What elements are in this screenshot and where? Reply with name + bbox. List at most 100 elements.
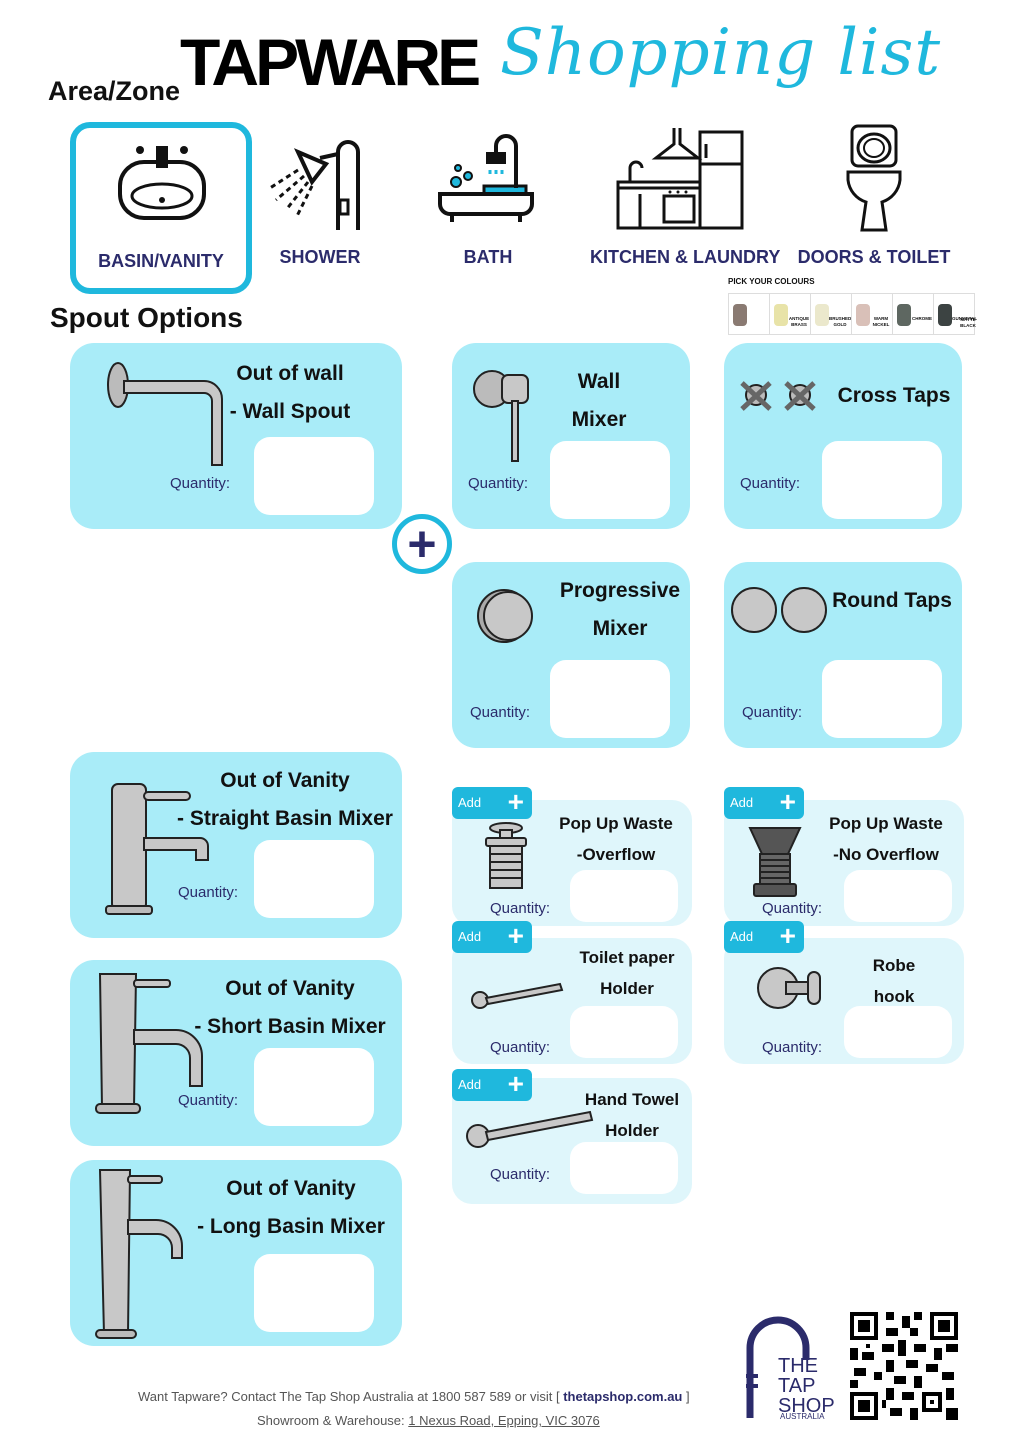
card-title: Progressive Mixer [559,579,681,640]
card-popup-waste-no-overflow: Pop Up Waste -No Overflow Quantity: [724,800,964,926]
area-zone-label: Area/Zone [48,76,181,106]
colours-title: PICK YOUR COLOURS [728,277,815,286]
quantity-label: Quantity: [178,884,239,901]
qr-code-icon[interactable] [850,1312,958,1420]
quantity-label: Quantity: [490,1039,551,1056]
add-button[interactable]: Add+ [452,787,532,819]
quantity-label: Quantity: [490,1166,551,1183]
card-popup-waste-overflow: Pop Up Waste -Overflow Quantity: [452,800,692,926]
quantity-label: Quantity: [170,475,231,492]
card-cross-taps: Cross Taps Quantity: [724,343,962,529]
card-wall-mixer: Wall Mixer Quantity: [452,343,690,529]
colour-swatch-warm-nickel[interactable]: WARM NICKEL [851,293,893,335]
quantity-input[interactable] [254,1048,374,1126]
progressive-mixer-icon [477,589,533,643]
add-button[interactable]: Add+ [724,921,804,953]
colour-swatch-matte-black[interactable]: MATTE BLACK [960,317,976,328]
quantity-input[interactable] [254,437,374,515]
shower-icon [269,140,360,230]
quantity-input[interactable] [822,441,942,519]
card-toilet-paper-holder: Toilet paper Holder Quantity: [452,938,692,1064]
card-straight-basin-mixer: Out of Vanity - Straight Basin Mixer Qua… [70,752,402,938]
quantity-label: Quantity: [762,1039,823,1056]
zone-basin-vanity[interactable]: BASIN/VANITY [70,122,252,294]
quantity-label: Quantity: [740,475,801,492]
card-robe-hook: Robe hook Quantity: [724,938,964,1064]
basin-icon [118,146,206,220]
quantity-input[interactable] [254,1254,374,1332]
card-title: Robe hook [872,956,916,1006]
card-short-basin-mixer: Out of Vanity - Short Basin Mixer Quanti… [70,960,402,1146]
kitchen-icon [616,128,744,230]
quantity-input[interactable] [550,660,670,738]
quantity-label: Quantity: [178,1092,239,1109]
card-long-basin-mixer: Out of Vanity - Long Basin Mixer [70,1160,402,1346]
add-circle-icon[interactable]: + [392,514,452,574]
bathtub-icon [438,134,534,222]
zone-label: SHOWER [279,247,361,267]
card-title: Cross Taps [837,384,951,407]
hand-towel-holder-icon [466,1110,594,1148]
colour-swatch-antique-brass[interactable]: ANTIQUE BRASS [769,293,811,335]
website-link[interactable]: thetapshop.com.au [563,1389,683,1404]
toilet-paper-holder-icon [471,982,564,1009]
footer-address: Showroom & Warehouse: 1 Nexus Road, Eppi… [257,1413,600,1428]
zone-doors-toilet[interactable]: DOORS & TOILET [784,118,964,288]
card-title: Wall Mixer [571,370,627,431]
quantity-label: Quantity: [490,900,551,917]
quantity-input[interactable] [844,1006,952,1058]
card-title: Pop Up Waste -No Overflow [829,814,943,864]
quantity-input[interactable] [570,870,678,922]
colour-swatch-chrome[interactable]: CHROME [892,293,934,335]
zone-label: DOORS & TOILET [797,247,951,267]
robe-hook-icon [757,967,821,1009]
quantity-input[interactable] [570,1006,678,1058]
card-hand-towel-holder: Hand Towel Holder Quantity: [452,1078,692,1204]
quantity-label: Quantity: [742,704,803,721]
colour-swatch-gunmetal[interactable]: GUNMETAL [933,293,977,335]
wall-spout-icon [107,362,223,466]
zone-label: BASIN/VANITY [98,251,224,271]
card-title: Out of Vanity - Straight Basin Mixer [177,769,393,830]
card-title: Out of Vanity - Long Basin Mixer [197,1177,385,1238]
straight-basin-mixer-icon [105,783,209,915]
logo-subtext: AUSTRALIA [780,1412,825,1421]
wall-mixer-icon [473,370,529,462]
add-button[interactable]: Add+ [452,1069,532,1101]
cross-taps-icon [740,381,816,411]
quantity-input[interactable] [822,660,942,738]
card-title: Toilet paper Holder [579,948,675,998]
colour-swatch[interactable] [728,293,770,335]
add-button[interactable]: Add+ [724,787,804,819]
zone-bath[interactable]: BATH [398,118,578,288]
card-title: Out of Vanity - Short Basin Mixer [194,977,386,1038]
card-round-taps: Round Taps Quantity: [724,562,962,748]
card-title: Pop Up Waste -Overflow [559,814,673,864]
address-link[interactable]: 1 Nexus Road, Epping, VIC 3076 [408,1413,600,1428]
card-wall-spout: Out of wall - Wall Spout Quantity: [70,343,402,529]
page-subtitle-script: Shopping list [500,16,942,90]
card-title: Hand Towel Holder [584,1090,680,1140]
quantity-label: Quantity: [762,900,823,917]
zone-shower[interactable]: SHOWER [230,118,410,288]
round-taps-icon [731,587,827,633]
footer-contact: Want Tapware? Contact The Tap Shop Austr… [138,1389,690,1404]
card-title: Out of wall - Wall Spout [229,362,351,423]
zone-kitchen-laundry[interactable]: KITCHEN & LAUNDRY [590,118,781,288]
quantity-input[interactable] [254,840,374,918]
popup-waste-overflow-icon [485,822,527,889]
section-title: Spout Options [50,302,243,333]
colour-swatch-brushed-gold[interactable]: BRUSHED GOLD [810,293,852,335]
logo-text: THE TAP SHOP [778,1355,835,1417]
page-title: TAPWARE [180,25,481,99]
toilet-icon [846,124,902,232]
tap-shop-logo-icon [746,1316,810,1418]
long-basin-mixer-icon [95,1169,183,1339]
quantity-input[interactable] [844,870,952,922]
add-button[interactable]: Add+ [452,921,532,953]
zone-label: KITCHEN & LAUNDRY [590,247,781,267]
popup-waste-no-overflow-icon [748,827,802,897]
quantity-input[interactable] [550,441,670,519]
quantity-input[interactable] [570,1142,678,1194]
zone-label: BATH [463,247,513,267]
